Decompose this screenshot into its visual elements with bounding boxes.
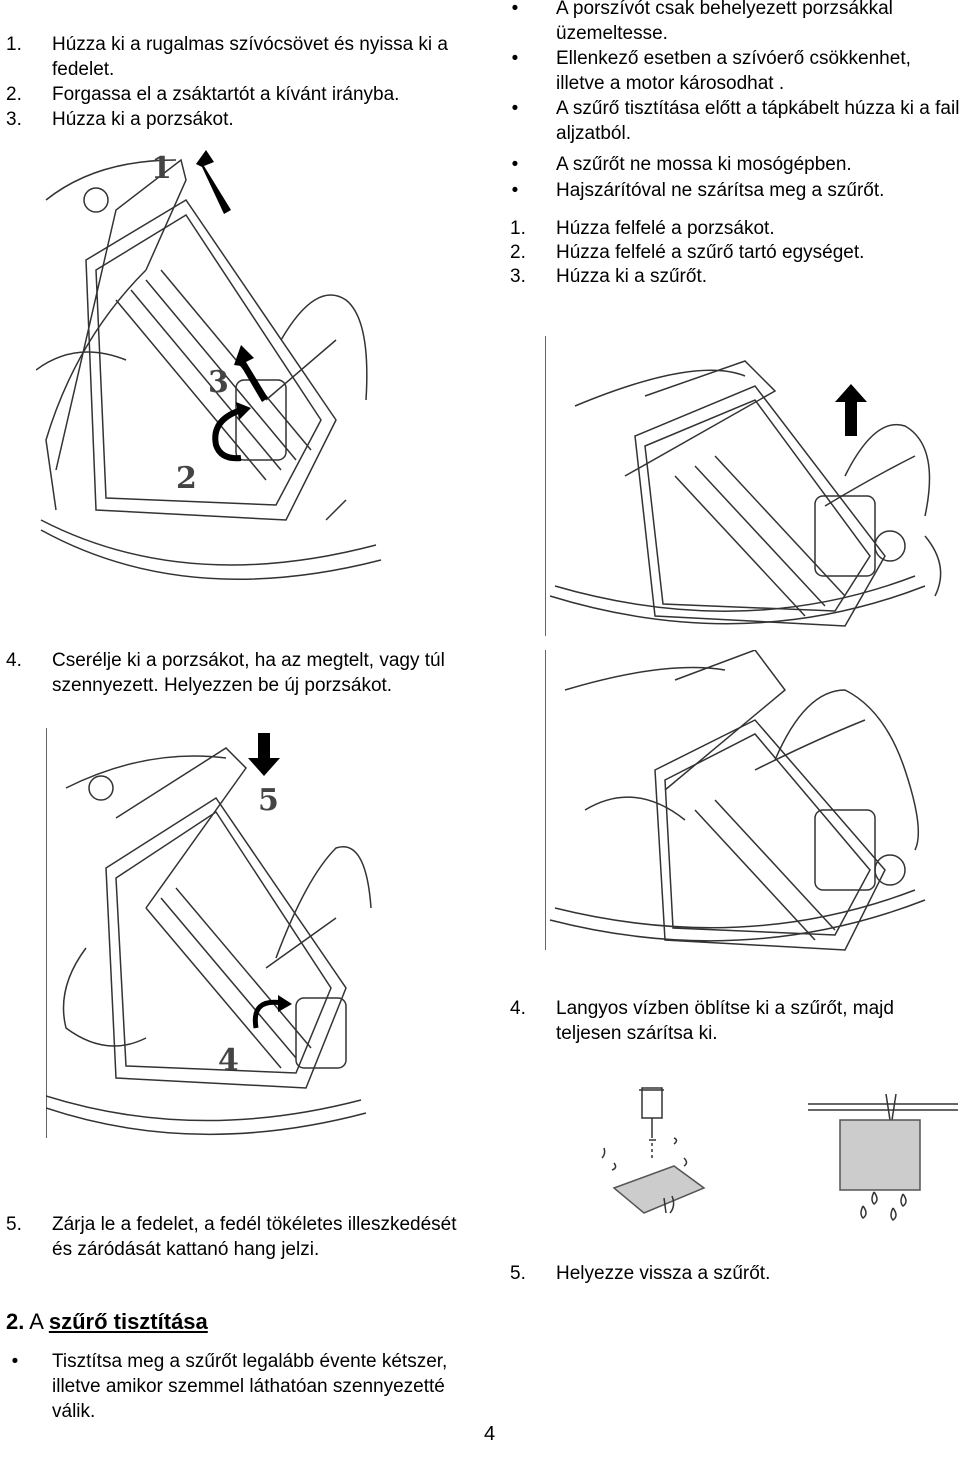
- step-4-rinse-filter: 4. Langyos vízben öblítse ki a szűrőt, m…: [510, 998, 894, 1044]
- filter-drying-illustration: [808, 1094, 960, 1224]
- list-item: 1. Húzza ki a rugalmas szívócsövet és ny…: [6, 34, 448, 80]
- vacuum-filter-removal-illustration: [545, 336, 955, 641]
- bullet-dot-icon: •: [511, 98, 519, 119]
- figure-label: 4: [218, 1043, 239, 1078]
- vacuum-illustration-svg: 1 3 2: [36, 150, 382, 580]
- rotate-arrow-icon: [252, 999, 283, 1029]
- bullet-dot-icon: •: [511, 48, 519, 69]
- tap-illustration-svg: [601, 1087, 706, 1214]
- figure-label: 1: [151, 151, 172, 186]
- list-item: 3. Húzza ki a porzsákot.: [6, 109, 234, 130]
- vacuum-insert-bag-illustration: 5 4: [46, 728, 376, 1144]
- drying-illustration-svg: [808, 1094, 958, 1221]
- step-5-close-lid: 5. Zárja le a fedelet, a fedél tökéletes…: [6, 1214, 457, 1260]
- step-5-replace-filter: 5. Helyezze vissza a szűrőt.: [510, 1263, 771, 1284]
- vacuum-illustration-svg: [545, 650, 926, 951]
- bullet-dot-icon: •: [511, 0, 519, 19]
- figure-label: 3: [208, 365, 229, 400]
- bullet-item: • A szűrőt ne mossa ki mosógépben.: [500, 152, 960, 177]
- vacuum-illustration-svg: [545, 336, 942, 636]
- list-item: 2. Forgassa el a zsáktartót a kívánt irá…: [6, 84, 400, 105]
- bullet-item: • Tisztítsa meg a szűrőt legalább évente…: [0, 1349, 460, 1424]
- vacuum-reinsert-filter-illustration: [545, 650, 955, 970]
- bullet-dot-icon: •: [511, 180, 519, 201]
- bullet-item: • Ellenkező esetben a szívóerő csökkenhe…: [500, 46, 960, 96]
- bullet-item: • Hajszárítóval ne szárítsa meg a szűrőt…: [500, 178, 960, 203]
- list-item: 3. Húzza ki a szűrőt.: [510, 266, 707, 287]
- rotate-arrow-icon: [212, 407, 243, 462]
- arrow-down-icon: [248, 733, 280, 776]
- filter-rinse-tap-illustration: [594, 1078, 734, 1218]
- arrow-up-icon: [234, 345, 268, 402]
- bullet-item: • A szűrő tisztítása előtt a tápkábelt h…: [500, 96, 960, 146]
- vacuum-open-bag-illustration: 1 3 2: [36, 140, 386, 600]
- vacuum-illustration-svg: 5 4: [46, 728, 372, 1138]
- section-heading: 2. A szűrő tisztítása: [6, 1309, 208, 1334]
- figure-label: 2: [176, 461, 197, 496]
- arrow-up-icon: [835, 384, 867, 436]
- page-number: 4: [484, 1423, 496, 1445]
- bullet-dot-icon: •: [11, 1351, 19, 1372]
- bullet-dot-icon: •: [511, 154, 519, 175]
- step-4-replace-bag: 4. Cserélje ki a porzsákot, ha az megtel…: [6, 650, 445, 696]
- bullet-item: • A porszívót csak behelyezett porzsákka…: [500, 0, 960, 46]
- arrow-up-icon: [196, 150, 231, 214]
- list-item: 2. Húzza felfelé a szűrő tartó egységet.: [510, 242, 865, 263]
- list-item: 1. Húzza felfelé a porzsákot.: [510, 218, 775, 239]
- figure-label: 5: [258, 783, 279, 818]
